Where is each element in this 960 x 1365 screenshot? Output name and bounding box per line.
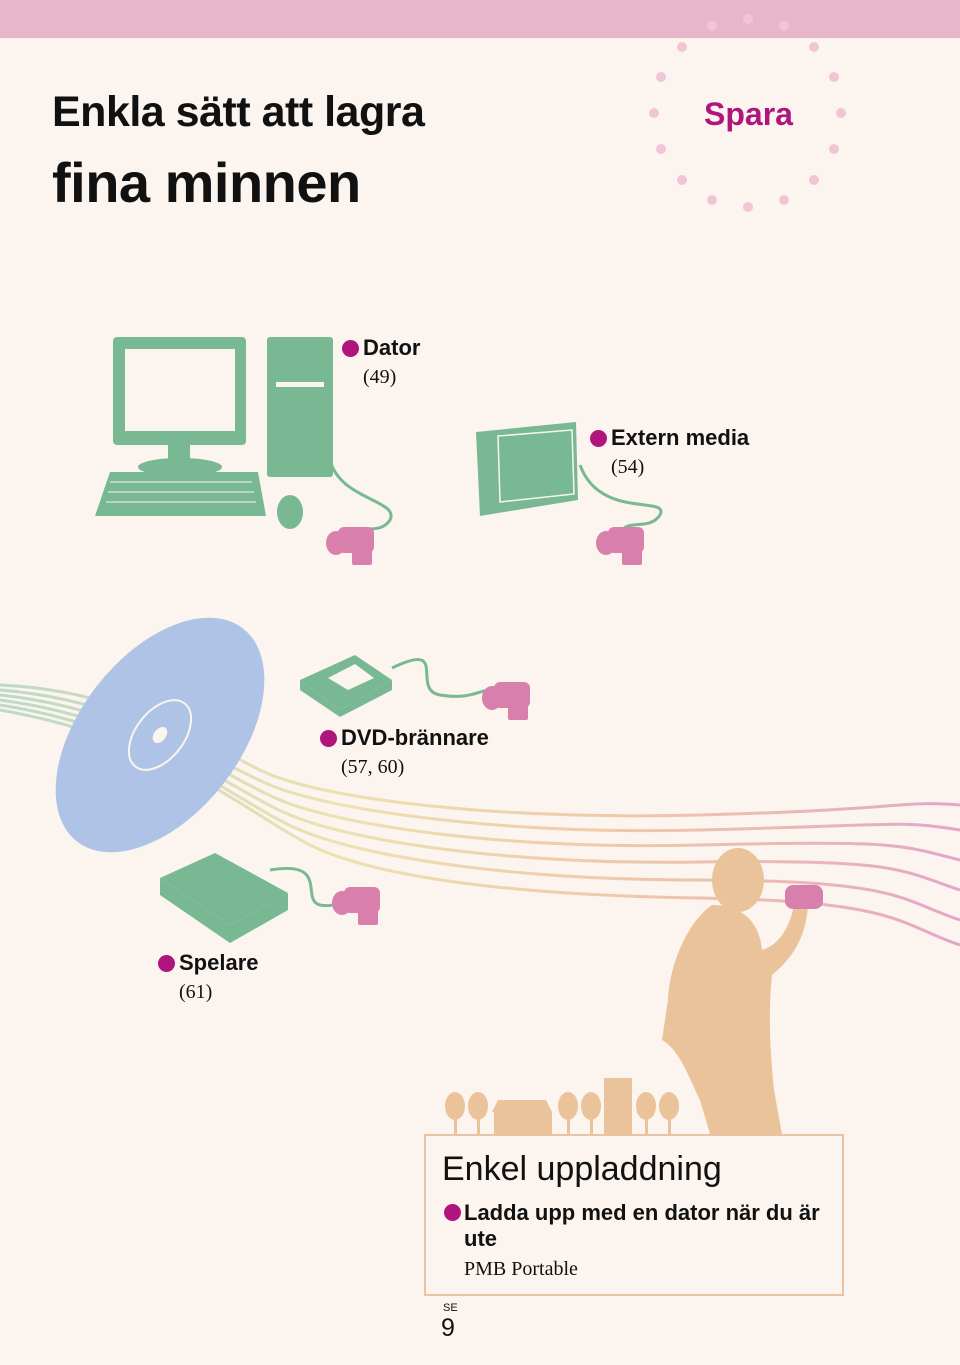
computer-icon bbox=[95, 337, 333, 529]
bullet-icon bbox=[590, 429, 607, 447]
label-text: Dator bbox=[363, 335, 421, 360]
camera-icons bbox=[326, 527, 644, 925]
person-silhouette-icon bbox=[662, 848, 823, 1134]
label-dator: Dator bbox=[342, 335, 420, 361]
page-ref: (49) bbox=[363, 366, 397, 388]
bullet-icon bbox=[444, 1204, 461, 1221]
upload-box-title: Enkel uppladdning bbox=[442, 1150, 722, 1188]
label-text: DVD-brännare bbox=[341, 725, 489, 750]
dot-ring bbox=[649, 14, 846, 212]
label-spelare: Spelare bbox=[158, 950, 259, 976]
bullet-icon bbox=[320, 729, 337, 747]
dvd-burner-icon bbox=[300, 655, 392, 717]
language-code: SE bbox=[443, 1302, 458, 1314]
section-badge: Spara bbox=[704, 96, 793, 132]
upload-item-text: Ladda upp med en dator när du är ute bbox=[464, 1200, 820, 1251]
page-title-line2: fina minnen bbox=[52, 151, 361, 214]
page-ref: (57, 60) bbox=[341, 756, 405, 778]
label-text: Spelare bbox=[179, 950, 259, 975]
label-text: Extern media bbox=[611, 425, 750, 450]
upload-box-item: Ladda upp med en dator när du är ute bbox=[442, 1200, 832, 1252]
town-icon bbox=[445, 1078, 679, 1134]
label-dvd-brannare: DVD-brännare bbox=[320, 725, 489, 751]
player-icon bbox=[160, 853, 288, 943]
page-number: 9 bbox=[441, 1314, 455, 1342]
top-banner bbox=[0, 0, 960, 38]
page-ref: (54) bbox=[611, 456, 645, 478]
upload-box-sub: PMB Portable bbox=[464, 1258, 578, 1280]
external-drive-icon bbox=[476, 422, 578, 516]
page-title-line1: Enkla sätt att lagra bbox=[52, 88, 425, 136]
label-extern-media: Extern media bbox=[590, 425, 749, 451]
bullet-icon bbox=[158, 954, 175, 972]
disc-icon bbox=[55, 617, 265, 853]
upload-box bbox=[424, 1134, 844, 1296]
page-ref: (61) bbox=[179, 981, 213, 1003]
keyboard-keys bbox=[106, 481, 256, 503]
bullet-icon bbox=[342, 339, 359, 357]
